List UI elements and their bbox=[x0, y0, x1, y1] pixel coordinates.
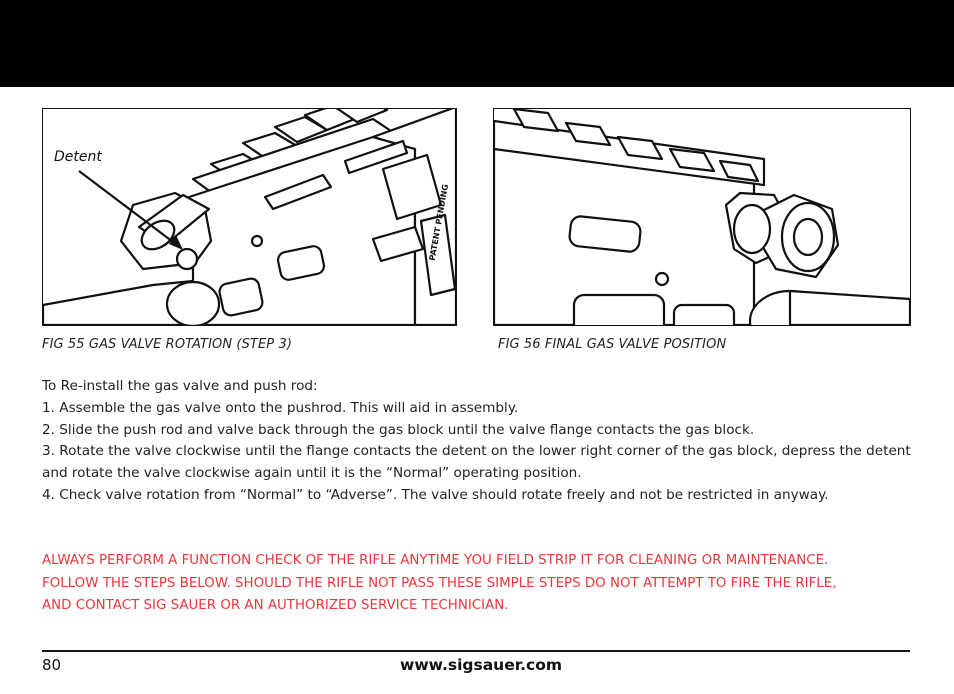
warning-line: AND CONTACT SIG SAUER OR AN AUTHORIZED S… bbox=[42, 598, 509, 613]
warning-line: FOLLOW THE STEPS BELOW. SHOULD THE RIFLE… bbox=[42, 575, 837, 591]
figure-56-illustration bbox=[493, 108, 911, 326]
instructions-intro: To Re-install the gas valve and push rod… bbox=[42, 378, 318, 394]
figure-55-illustration: PATENT PENDING Detent bbox=[42, 108, 457, 326]
figure-55-caption: FIG 55 GAS VALVE ROTATION (STEP 3) bbox=[42, 337, 292, 352]
instruction-step: 2. Slide the push rod and valve back thr… bbox=[42, 421, 755, 438]
rifle-upper-gas-valve-icon bbox=[494, 109, 910, 325]
detent-callout-label: Detent bbox=[54, 149, 102, 165]
instructions-block: To Re-install the gas valve and push rod… bbox=[42, 376, 912, 507]
figure-56-caption: FIG 56 FINAL GAS VALVE POSITION bbox=[498, 337, 727, 352]
rifle-upper-gas-block-icon: PATENT PENDING bbox=[43, 109, 456, 325]
instruction-step: 4. Check valve rotation from “Normal” to… bbox=[42, 486, 829, 503]
page-number: 80 bbox=[42, 656, 62, 674]
warning-line: ALWAYS PERFORM A FUNCTION CHECK OF THE R… bbox=[42, 553, 829, 568]
function-check-warning: ALWAYS PERFORM A FUNCTION CHECK OF THE R… bbox=[42, 550, 912, 618]
instruction-step: 3. Rotate the valve clockwise until the … bbox=[42, 443, 911, 482]
footer-divider bbox=[42, 650, 910, 652]
footer-website-link[interactable]: www.sigsauer.com bbox=[400, 656, 563, 674]
instruction-step: 1. Assemble the gas valve onto the pushr… bbox=[42, 399, 519, 416]
header-band bbox=[0, 0, 954, 87]
